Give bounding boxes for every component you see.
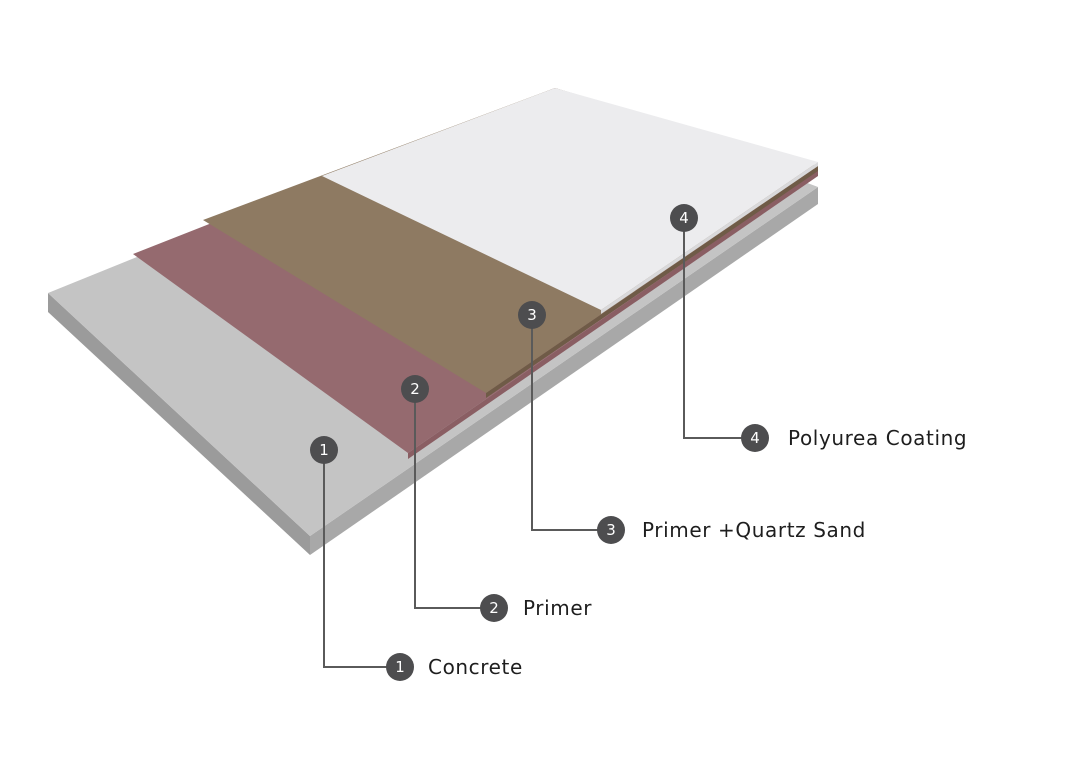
- legend-label-concrete: Concrete: [428, 655, 523, 679]
- svg-text:3: 3: [527, 306, 537, 324]
- layer-marker-3: 3: [518, 301, 546, 329]
- legend-item-concrete: 1 Concrete: [386, 653, 523, 681]
- layer-marker-4: 4: [670, 204, 698, 232]
- svg-text:4: 4: [679, 209, 689, 227]
- svg-text:2: 2: [489, 599, 499, 617]
- svg-text:4: 4: [750, 429, 760, 447]
- legend-badge-4: [741, 424, 769, 452]
- leader-line-3: [531, 315, 611, 531]
- legend-label-primer-quartz: Primer +Quartz Sand: [642, 518, 866, 542]
- legend-item-primer-quartz: 3 Primer +Quartz Sand: [597, 516, 866, 544]
- svg-text:2: 2: [410, 380, 420, 398]
- layer-marker-1: 1: [310, 436, 338, 464]
- leader-line-1: [323, 450, 400, 668]
- legend-label-primer: Primer: [523, 596, 592, 620]
- leader-line-2: [414, 389, 494, 609]
- polyurea-layer: [322, 88, 818, 314]
- leader-line-4: [683, 218, 755, 439]
- svg-text:1: 1: [319, 441, 329, 459]
- legend-badge-2: [480, 594, 508, 622]
- legend-label-polyurea: Polyurea Coating: [788, 426, 967, 450]
- legend-item-primer: 2 Primer: [480, 594, 592, 622]
- legend-item-polyurea: 4 Polyurea Coating: [741, 424, 967, 452]
- svg-text:3: 3: [606, 521, 616, 539]
- legend-badge-3: [597, 516, 625, 544]
- legend-badge-1: [386, 653, 414, 681]
- layer-marker-2: 2: [401, 375, 429, 403]
- svg-text:1: 1: [395, 658, 405, 676]
